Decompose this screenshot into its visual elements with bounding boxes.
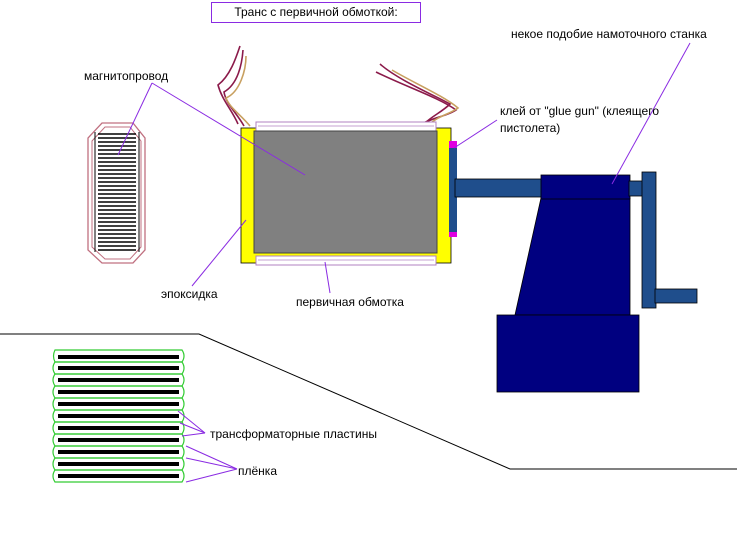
label-winding-machine: некое подобие намоточного станка: [511, 27, 707, 41]
machine-head: [540, 174, 631, 200]
lead-wires: [217, 45, 460, 127]
machine-stand: [514, 197, 631, 316]
plates-stack: [52, 349, 185, 483]
core-laminations: [98, 133, 136, 251]
label-magnetic-core: магнитопровод: [84, 69, 168, 83]
label-glue-cont: пистолета): [500, 121, 560, 135]
leader-lines: [117, 42, 691, 483]
film-outlines: [52, 349, 185, 483]
title-label: Транс с первичной обмоткой:: [211, 2, 421, 23]
winding-bottom: [255, 255, 437, 266]
core-cross-section: [87, 122, 146, 264]
core-block: [253, 130, 438, 254]
winding-machine: [454, 171, 698, 393]
crank-disk: [641, 171, 657, 309]
zoom-lines: [0, 333, 737, 470]
plate-bars: [58, 355, 179, 478]
winding-top: [255, 121, 437, 132]
crank-handle: [654, 288, 698, 304]
shaft: [454, 178, 546, 198]
label-film: плёнка: [238, 464, 277, 478]
label-primary-winding: первичная обмотка: [296, 295, 404, 309]
label-epoxy: эпоксидка: [161, 287, 218, 301]
machine-base: [496, 314, 640, 393]
label-transformer-plates: трансформаторные пластины: [210, 427, 377, 441]
coil-assembly: [240, 121, 457, 266]
label-glue: клей от "glue gun" (клеящего: [500, 104, 659, 118]
